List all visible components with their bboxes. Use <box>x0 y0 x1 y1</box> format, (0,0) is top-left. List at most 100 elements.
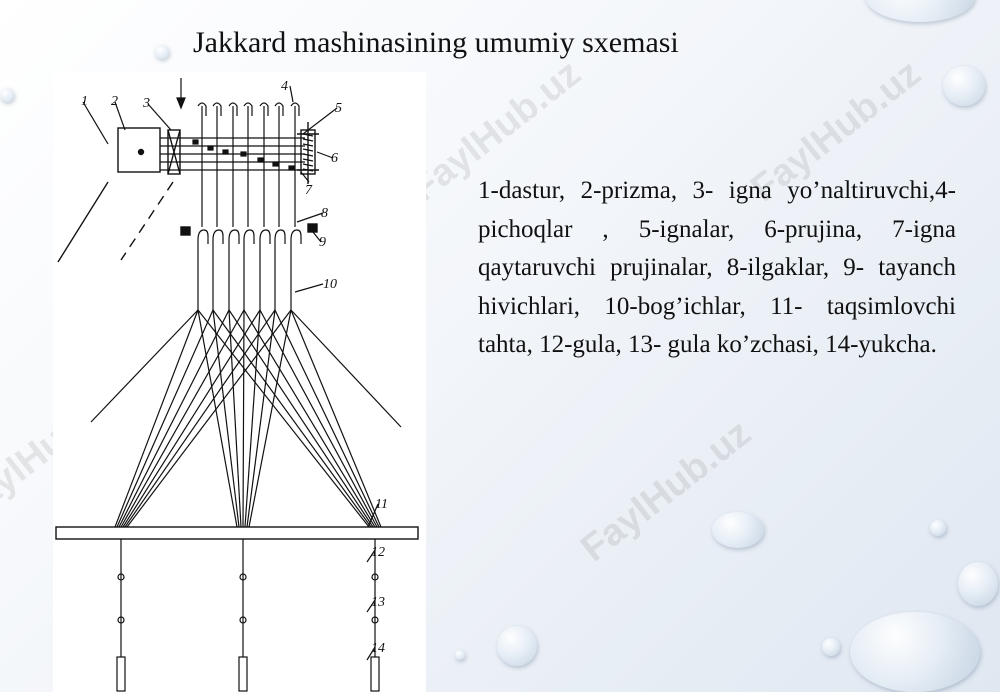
knife-hook <box>228 102 238 116</box>
hook-bend <box>290 229 302 244</box>
spring-coil <box>302 158 314 162</box>
spring-coil <box>302 168 314 172</box>
water-drop <box>712 512 764 548</box>
program-card-line <box>120 181 174 261</box>
harness-cord <box>122 309 261 528</box>
label-leader <box>312 231 322 243</box>
harness-cord <box>212 309 372 528</box>
harness-cord <box>212 309 240 528</box>
hook-bend <box>197 229 209 244</box>
water-drop <box>865 0 975 22</box>
label-leader <box>82 101 109 145</box>
spring-coil <box>302 143 314 147</box>
side-cord <box>90 309 199 423</box>
needle-loop <box>222 149 229 155</box>
spring-coil <box>302 138 314 142</box>
hook-bend <box>274 229 286 244</box>
label-leader <box>302 107 338 135</box>
lingo-weight <box>238 656 248 692</box>
side-cord <box>290 309 402 428</box>
water-drop <box>822 638 840 656</box>
water-drop <box>497 626 537 666</box>
heddle-eye <box>371 573 379 581</box>
heddle-eye <box>239 616 247 624</box>
label-leader <box>367 503 379 528</box>
water-drop <box>455 650 465 660</box>
spring-coil <box>302 148 314 152</box>
label-1: 1 <box>81 94 88 109</box>
comber-board <box>55 526 419 540</box>
label-4: 4 <box>281 79 288 94</box>
label-2: 2 <box>111 94 118 109</box>
harness-cord <box>124 309 276 528</box>
harness-cord <box>120 309 245 528</box>
harness-cord <box>274 309 380 528</box>
harness-cord <box>243 309 376 528</box>
label-14: 14 <box>371 641 385 656</box>
needle-loop <box>288 165 295 171</box>
label-13: 13 <box>371 595 385 610</box>
hook-bend <box>212 229 224 244</box>
water-drop <box>850 612 980 692</box>
label-leader <box>366 646 376 661</box>
label-leader <box>114 101 126 131</box>
label-leader <box>366 599 376 613</box>
lingo-weight <box>370 656 380 692</box>
harness-cord <box>116 309 214 528</box>
mechanism-drawing <box>55 122 419 540</box>
wire-group <box>82 78 402 692</box>
label-11: 11 <box>375 497 388 512</box>
needle-loop <box>272 161 279 167</box>
harness-cord <box>248 309 292 528</box>
needle-guide-cross <box>167 129 181 175</box>
lingo-weight <box>116 656 126 692</box>
water-drop <box>958 562 998 606</box>
spring-coil <box>302 163 314 167</box>
heddle-eye <box>117 573 125 581</box>
harness-cord <box>197 309 238 528</box>
water-drop <box>0 88 14 102</box>
knife-hook <box>259 102 269 116</box>
label-12: 12 <box>371 545 385 560</box>
needle-loop <box>240 151 247 157</box>
knife-hook <box>290 102 300 116</box>
label-leader <box>296 212 324 223</box>
heddle-eye <box>117 616 125 624</box>
spring-coil <box>302 153 314 157</box>
harness-cord <box>114 309 199 528</box>
label-6: 6 <box>331 151 338 166</box>
harness-cord <box>290 309 382 528</box>
knife-hook <box>212 102 222 116</box>
knife-hook <box>197 102 207 116</box>
label-7: 7 <box>305 183 313 198</box>
harness-cord <box>126 309 292 528</box>
heddle-eye <box>239 573 247 581</box>
label-leader <box>300 171 310 183</box>
label-9: 9 <box>319 235 326 250</box>
harness-cord <box>244 309 261 528</box>
knife-hook <box>243 102 253 116</box>
heddle-eye <box>371 616 379 624</box>
label-leader <box>294 283 324 293</box>
harness-cord <box>242 309 245 528</box>
hook-bend <box>243 229 255 244</box>
harness-cord <box>259 309 378 528</box>
label-5: 5 <box>335 101 342 116</box>
water-drop <box>943 66 985 106</box>
legend-text: 1-dastur, 2-prizma, 3- igna yo’naltiruvc… <box>478 177 956 358</box>
harness-cord <box>246 309 276 528</box>
slide-title: Jakkard mashinasining umumiy sxemasi <box>193 26 679 59</box>
harness-cord <box>228 309 374 528</box>
water-drop <box>930 520 946 536</box>
knife-hook <box>274 102 284 116</box>
harness-cord <box>197 309 370 528</box>
label-3: 3 <box>142 96 150 111</box>
program-card-line <box>57 181 109 263</box>
label-leader <box>147 103 172 131</box>
prism <box>117 127 161 173</box>
needle-loop <box>257 157 264 163</box>
spring-coil <box>302 133 314 137</box>
